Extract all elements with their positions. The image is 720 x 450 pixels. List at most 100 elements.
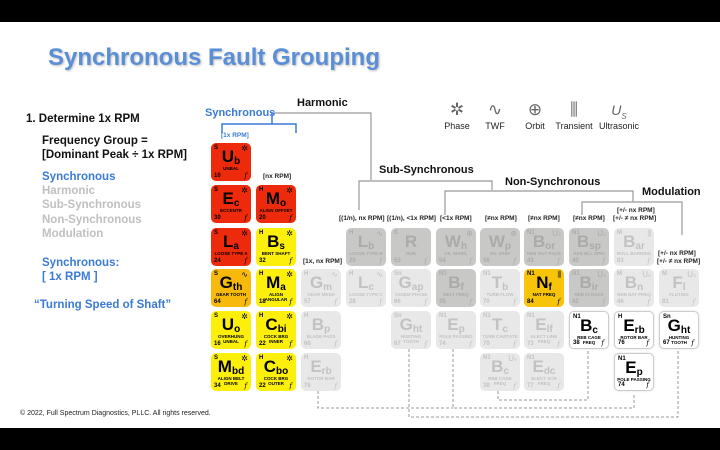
hierarchy-lines [272,112,683,235]
tile-type-tag: N1 [527,230,535,236]
tile-symbol: Ep [447,315,465,336]
tile-symbol: Bsp [577,232,601,253]
us-icon: Uₛ [642,270,651,279]
harmonic-heading: Harmonic [297,97,348,109]
frequency-icon: f [513,340,516,348]
frequency-icon: f [513,298,516,306]
phase-icon: ✲ [286,354,293,363]
tile-fault-name: GEAR MESH [307,292,335,297]
tile-fault-name: TURB FLOW [486,292,514,297]
twf-icon: ∿ [487,100,503,119]
tile-number: 74 [618,382,625,388]
orbit-icon: ⊕ [527,100,543,119]
frequency-icon: f [557,257,560,265]
tile-fault-name: BENT SHAFT [261,251,291,256]
tile-symbol: Tb [491,273,509,294]
tile-fault-name: REB OUT RACE [526,251,562,256]
tile-fault-name: REB CAGE FREQ [488,376,512,386]
copyright-footer: © 2022, Full Spectrum Diagnostics, PLLC.… [20,410,211,417]
modulation-heading: Modulation [642,186,701,198]
frequency-icon: f [244,257,247,265]
col-label-not-nx-3: [≠nx RPM] [573,215,605,222]
tile-number: 74 [439,341,446,347]
tile-number: 24 [214,258,221,264]
tile-symbol: Tc [492,315,508,336]
phase-icon: ✲ [241,312,248,321]
tile-fault-name: ALIGN BELT DRIVE [217,376,245,386]
tile-fault-name: ELECT LINE FREQ [530,334,558,344]
tile-symbol: Ep [625,358,643,379]
tile-number: 22 [259,341,266,347]
tile-symbol: Ub [221,147,241,168]
formula-line-2: [Dominant Peak ÷ 1x RPM] [42,149,187,161]
tile-number: 38 [573,340,580,346]
tile-number: 77 [527,383,534,389]
ultrasonic-icon: US [611,102,627,121]
frequency-icon: f [244,340,247,348]
legend-phase: ✲Phase [442,99,472,131]
tile-number: 73 [527,341,534,347]
col-label-not-nx-2: [≠nx RPM] [528,215,560,222]
tile-symbol: Mo [265,189,287,210]
frequency-icon: f [557,382,560,390]
tile-symbol: Fl [672,273,686,294]
legend-twf: ∿TWF [480,99,510,131]
tile-number: 16 [214,341,221,347]
twf-icon: ∿ [376,270,383,279]
tile-number: 35 [439,299,446,305]
frequency-icon: f [691,339,694,347]
frequency-icon: f [244,298,247,306]
tile-symbol: Ma [266,273,286,294]
tile-type-tag: H [259,187,264,193]
group-sub-synchronous: Sub-Synchronous [42,199,142,211]
tile-symbol: Bp [311,315,331,336]
tile-number: 67 [394,341,401,347]
tile-symbol: Cbo [263,357,289,378]
frequency-icon: f [557,298,560,306]
frequency-icon: f [646,381,649,389]
tile-symbol: Bar [623,232,645,253]
tile-fault-name: COCK BRG INNER [263,334,289,344]
tile-type-tag: S [214,271,219,277]
tile-fault-name: ROTOR BAR [307,376,335,381]
